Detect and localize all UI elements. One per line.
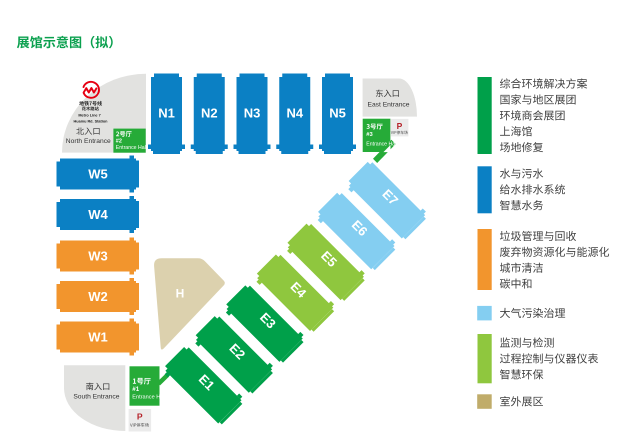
svg-text:#1: #1 [132, 386, 139, 393]
svg-text:W4: W4 [88, 207, 108, 222]
svg-text:W3: W3 [88, 249, 108, 264]
svg-text:Huamu Rd. Station: Huamu Rd. Station [74, 119, 109, 123]
svg-text:South Entrance: South Entrance [73, 393, 119, 400]
svg-text:Entrance Hall: Entrance Hall [366, 142, 397, 148]
svg-text:N5: N5 [329, 106, 346, 121]
svg-text:N4: N4 [286, 106, 303, 121]
svg-text:Metro Line 7: Metro Line 7 [78, 114, 100, 118]
svg-text:Entrance Hall: Entrance Hall [116, 145, 147, 151]
svg-text:N2: N2 [201, 106, 218, 121]
svg-text:N3: N3 [244, 106, 261, 121]
svg-text:East Entrance: East Entrance [367, 101, 409, 108]
svg-text:W2: W2 [88, 289, 108, 304]
svg-text:P: P [137, 411, 143, 421]
svg-text:W1: W1 [88, 330, 108, 345]
svg-text:H: H [176, 286, 185, 300]
svg-text:P: P [397, 121, 403, 131]
svg-text:N1: N1 [158, 106, 175, 121]
svg-text:Entrance Hall: Entrance Hall [132, 394, 166, 400]
svg-text:#3: #3 [366, 132, 373, 138]
svg-text:#2: #2 [116, 138, 122, 144]
svg-text:W5: W5 [88, 167, 108, 182]
svg-text:North Entrance: North Entrance [66, 138, 111, 145]
